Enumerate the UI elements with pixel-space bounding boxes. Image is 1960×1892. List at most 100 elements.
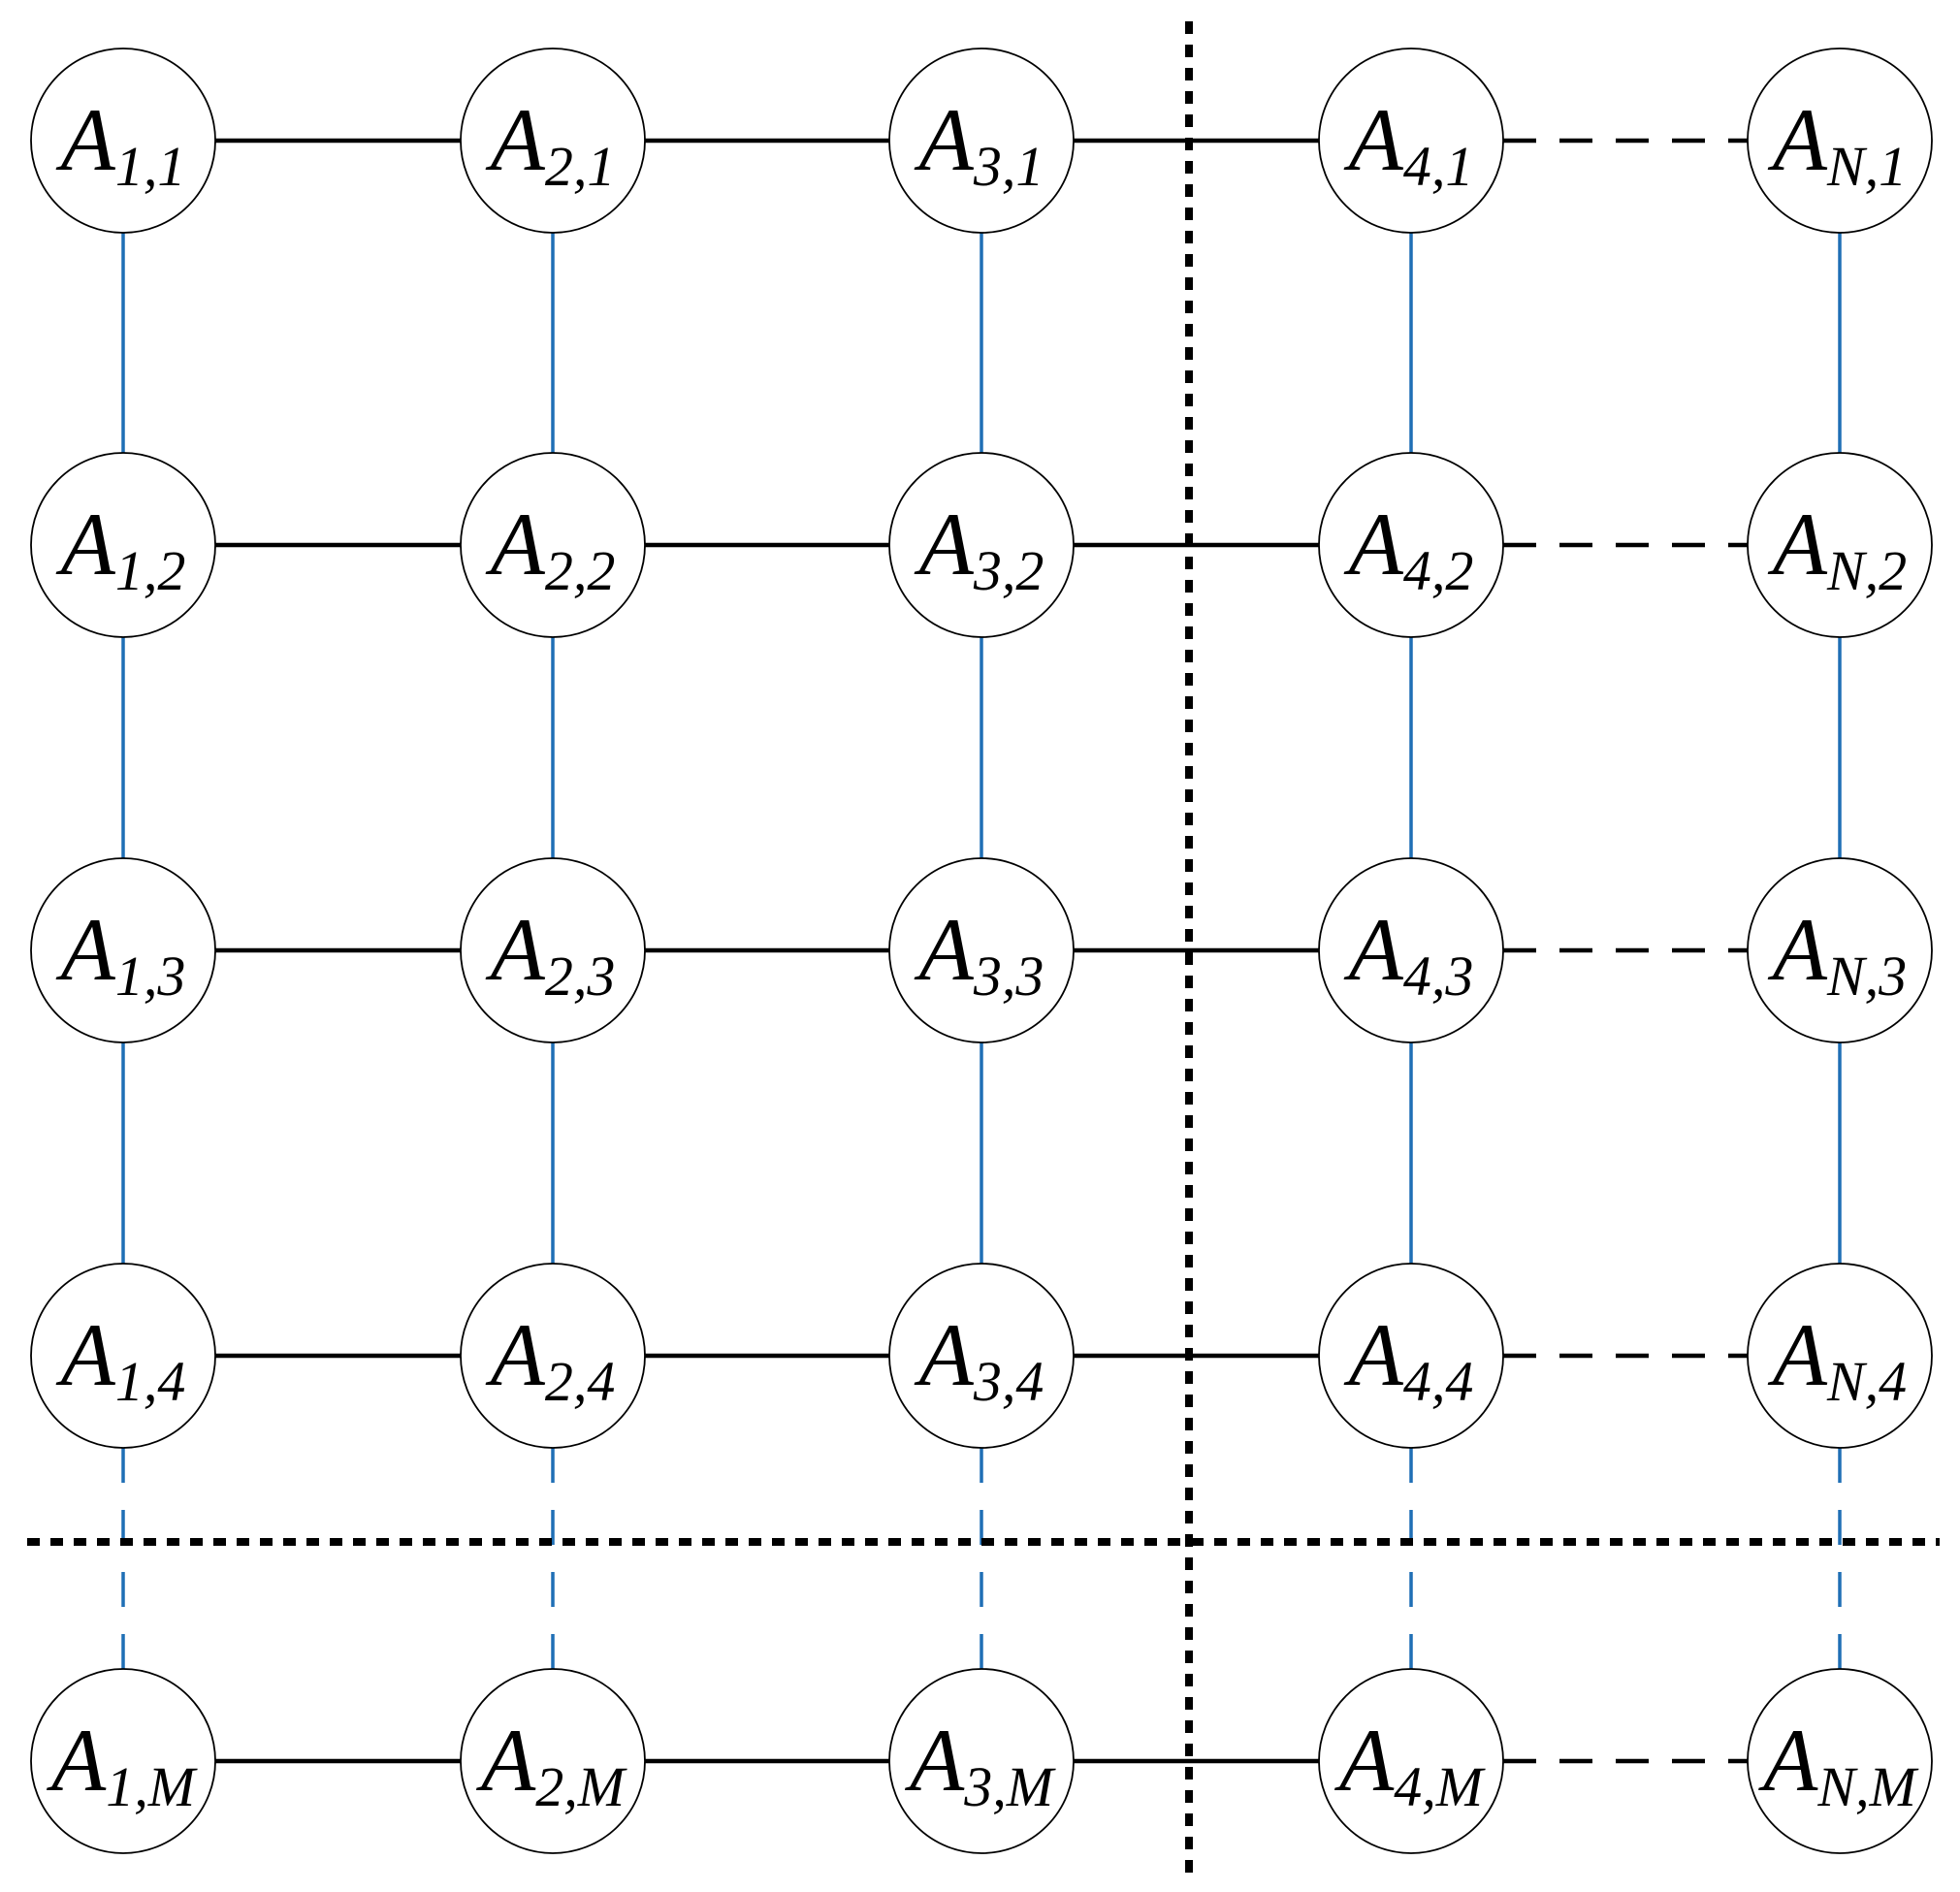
node-label: A3,1 bbox=[914, 90, 1044, 198]
node-label: AN,2 bbox=[1767, 495, 1907, 602]
node-4-M: A4,M bbox=[1318, 1668, 1504, 1854]
node-circle bbox=[1747, 452, 1933, 638]
node-4-1: A4,1 bbox=[1318, 48, 1504, 234]
node-label: A4,2 bbox=[1343, 495, 1474, 602]
node-N-3: AN,3 bbox=[1747, 857, 1933, 1043]
node-letter: A bbox=[46, 1711, 107, 1810]
node-label: A3,3 bbox=[914, 900, 1044, 1008]
node-1-2: A1,2 bbox=[30, 452, 216, 638]
node-letter: A bbox=[1343, 495, 1404, 593]
node-circle bbox=[30, 1668, 216, 1854]
node-letter: A bbox=[1767, 900, 1828, 999]
node-label: A4,1 bbox=[1343, 90, 1474, 198]
node-subscript: 1,3 bbox=[115, 945, 186, 1008]
node-N-1: AN,1 bbox=[1747, 48, 1933, 234]
node-label: A2,1 bbox=[485, 90, 616, 198]
node-subscript: 1,4 bbox=[115, 1350, 186, 1413]
node-letter: A bbox=[485, 495, 546, 593]
node-label: AN,1 bbox=[1767, 90, 1907, 198]
node-subscript: N,4 bbox=[1826, 1350, 1907, 1413]
node-circle bbox=[460, 857, 646, 1043]
node-circle bbox=[888, 1263, 1075, 1449]
node-subscript: 3,3 bbox=[973, 945, 1044, 1008]
node-letter: A bbox=[1333, 1711, 1395, 1810]
node-2-M: A2,M bbox=[460, 1668, 646, 1854]
edges-layer bbox=[121, 138, 1842, 1764]
node-N-M: AN,M bbox=[1747, 1668, 1933, 1854]
node-subscript: 1,2 bbox=[115, 539, 186, 602]
node-2-4: A2,4 bbox=[460, 1263, 646, 1449]
dividers-layer bbox=[27, 21, 1940, 1874]
node-subscript: 2,3 bbox=[545, 945, 616, 1008]
node-circle bbox=[460, 1263, 646, 1449]
node-label: A1,4 bbox=[55, 1305, 186, 1413]
node-label: A1,M bbox=[46, 1711, 198, 1818]
node-circle bbox=[888, 1668, 1075, 1854]
node-1-3: A1,3 bbox=[30, 857, 216, 1043]
node-circle bbox=[1318, 857, 1504, 1043]
node-circle bbox=[30, 857, 216, 1043]
node-4-2: A4,2 bbox=[1318, 452, 1504, 638]
node-2-2: A2,2 bbox=[460, 452, 646, 638]
node-2-3: A2,3 bbox=[460, 857, 646, 1043]
node-subscript: 3,1 bbox=[973, 135, 1044, 198]
node-letter: A bbox=[914, 495, 975, 593]
node-label: A2,M bbox=[475, 1711, 627, 1818]
node-label: A1,3 bbox=[55, 900, 186, 1008]
node-circle bbox=[1318, 1263, 1504, 1449]
node-circle bbox=[1747, 857, 1933, 1043]
node-subscript: N,1 bbox=[1826, 135, 1907, 198]
node-3-4: A3,4 bbox=[888, 1263, 1075, 1449]
node-subscript: 4,M bbox=[1394, 1755, 1486, 1818]
node-label: A1,2 bbox=[55, 495, 186, 602]
node-letter: A bbox=[914, 1305, 975, 1404]
node-subscript: 3,M bbox=[963, 1755, 1056, 1818]
node-subscript: 2,2 bbox=[545, 539, 616, 602]
node-letter: A bbox=[485, 900, 546, 999]
node-circle bbox=[888, 48, 1075, 234]
node-subscript: N,M bbox=[1816, 1755, 1918, 1818]
node-letter: A bbox=[1767, 495, 1828, 593]
node-label: A3,2 bbox=[914, 495, 1044, 602]
node-label: A4,3 bbox=[1343, 900, 1474, 1008]
node-label: A4,4 bbox=[1343, 1305, 1474, 1413]
node-2-1: A2,1 bbox=[460, 48, 646, 234]
node-letter: A bbox=[1343, 900, 1404, 999]
node-subscript: N,2 bbox=[1826, 539, 1907, 602]
node-circle bbox=[30, 1263, 216, 1449]
node-1-M: A1,M bbox=[30, 1668, 216, 1854]
node-circle bbox=[888, 452, 1075, 638]
node-letter: A bbox=[1767, 1305, 1828, 1404]
node-letter: A bbox=[55, 1305, 116, 1404]
node-label: A1,1 bbox=[55, 90, 186, 198]
node-N-4: AN,4 bbox=[1747, 1263, 1933, 1449]
node-subscript: 4,3 bbox=[1403, 945, 1474, 1008]
node-letter: A bbox=[1757, 1711, 1818, 1810]
node-letter: A bbox=[1343, 1305, 1404, 1404]
node-letter: A bbox=[55, 900, 116, 999]
node-letter: A bbox=[485, 1305, 546, 1404]
node-1-1: A1,1 bbox=[30, 48, 216, 234]
node-circle bbox=[1747, 1263, 1933, 1449]
node-circle bbox=[1747, 1668, 1933, 1854]
node-3-M: A3,M bbox=[888, 1668, 1075, 1854]
node-circle bbox=[1747, 48, 1933, 234]
node-label: A4,M bbox=[1333, 1711, 1486, 1818]
node-circle bbox=[460, 48, 646, 234]
node-1-4: A1,4 bbox=[30, 1263, 216, 1449]
node-subscript: 4,2 bbox=[1403, 539, 1474, 602]
node-subscript: 3,2 bbox=[973, 539, 1044, 602]
node-circle bbox=[1318, 452, 1504, 638]
node-label: AN,3 bbox=[1767, 900, 1907, 1008]
node-circle bbox=[30, 452, 216, 638]
node-letter: A bbox=[485, 90, 546, 189]
node-subscript: 4,1 bbox=[1403, 135, 1474, 198]
node-subscript: 2,1 bbox=[545, 135, 616, 198]
node-label: AN,4 bbox=[1767, 1305, 1907, 1413]
node-subscript: 2,M bbox=[535, 1755, 627, 1818]
node-letter: A bbox=[55, 90, 116, 189]
node-3-3: A3,3 bbox=[888, 857, 1075, 1043]
node-subscript: 2,4 bbox=[545, 1350, 616, 1413]
